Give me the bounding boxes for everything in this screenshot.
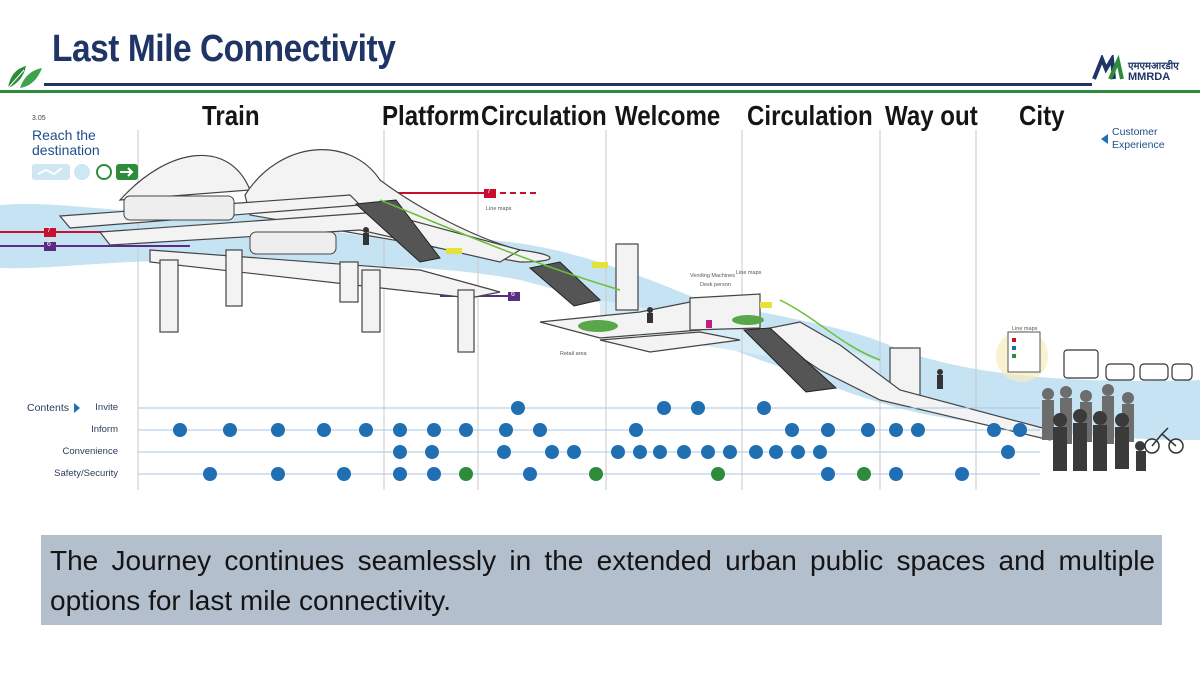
step-number: 3.05 <box>32 115 46 122</box>
stage-train: Train <box>202 100 260 131</box>
stage-platform: Platform <box>382 100 480 131</box>
line-badge-7-platform: 7 <box>487 188 491 195</box>
label-vending-machines: Vending Machines <box>690 273 735 279</box>
customer-experience-line1: Customer <box>1112 126 1158 138</box>
stage-city: City <box>1019 100 1065 131</box>
label-line-maps: Line maps <box>486 206 512 212</box>
row-label-convenience: Convenience <box>62 446 118 457</box>
step-title-line1: Reach the <box>32 127 96 143</box>
row-label-safety-security: Safety/Security <box>54 468 118 479</box>
caption-box <box>41 535 1162 625</box>
customer-experience-icon <box>1101 134 1108 144</box>
label-line-maps-3: Line maps <box>1012 326 1038 332</box>
page-title: Last Mile Connectivity <box>52 28 396 70</box>
step-title-line2: destination <box>32 142 100 158</box>
row-label-invite: Invite <box>95 402 118 413</box>
stage-welcome: Welcome <box>615 100 721 131</box>
logo-hindi-text: एमएमआरडीए <box>1128 61 1179 72</box>
leaf-icon <box>7 66 42 89</box>
mmrda-logo-icon <box>1092 55 1124 80</box>
stage-circulation-1: Circulation <box>481 100 607 131</box>
line-badge-6: 6 <box>47 241 51 248</box>
logo-text: MMRDA <box>1128 71 1171 83</box>
title-rule-green <box>0 90 1200 93</box>
title-rule-navy <box>44 83 1092 86</box>
label-retail-area: Retail area <box>560 351 587 357</box>
step-icons <box>32 164 138 180</box>
stage-circulation-2: Circulation <box>747 100 873 131</box>
caption-text: The Journey continues seamlessly in the … <box>50 545 1155 616</box>
stage-way-out: Way out <box>885 100 978 131</box>
line-badge-7: 7 <box>47 227 51 234</box>
line-badge-6-platform: 6 <box>511 291 515 298</box>
label-line-maps-2: Line maps <box>736 270 762 276</box>
customer-experience-line2: Experience <box>1112 139 1165 151</box>
row-label-inform: Inform <box>91 424 118 435</box>
journey-diagram <box>0 130 1200 490</box>
contents-title: Contents <box>27 402 70 414</box>
label-desk-person: Desk person <box>700 282 731 288</box>
